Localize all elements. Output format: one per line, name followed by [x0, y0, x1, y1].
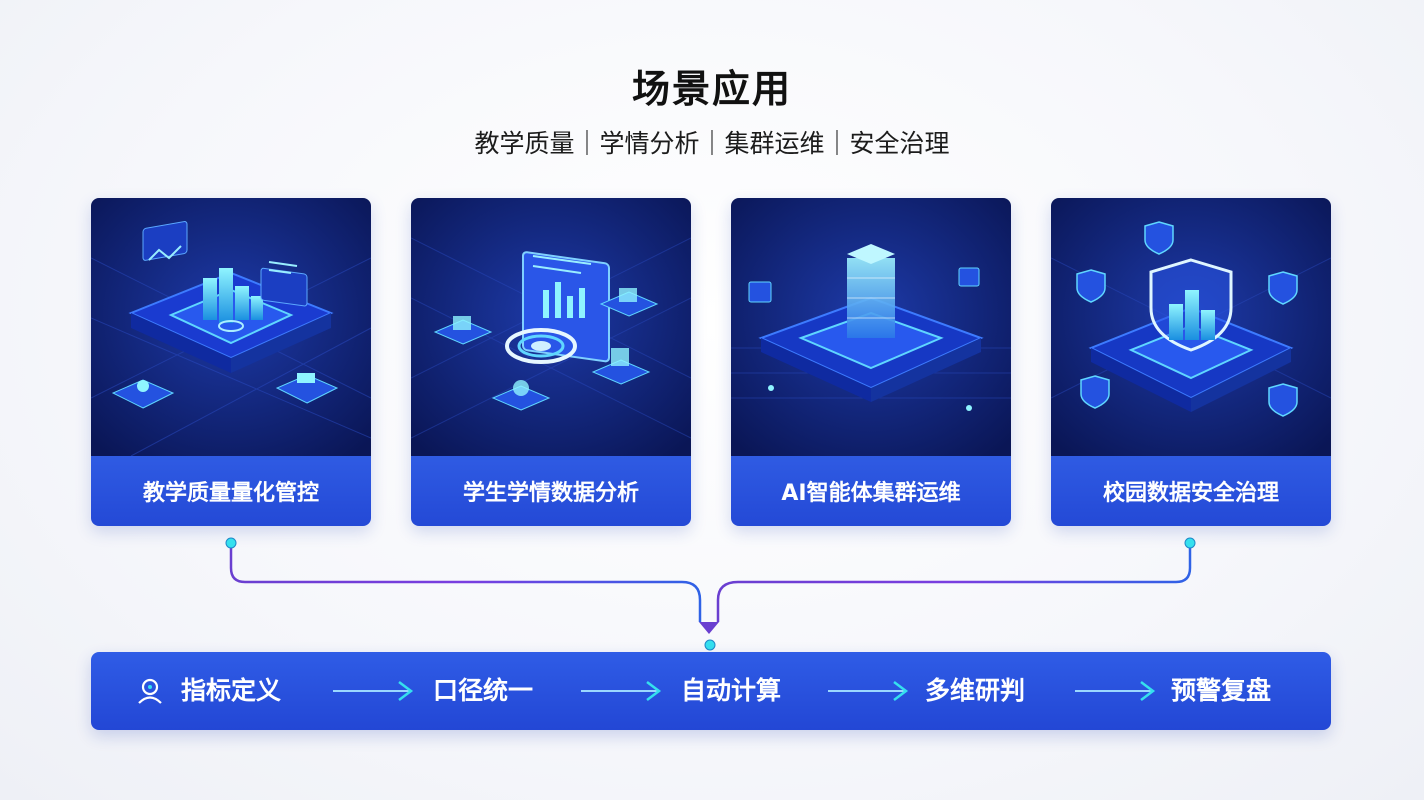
scenario-card-student-analysis[interactable]: 学生学情数据分析: [411, 198, 691, 526]
scenario-card-label: AI智能体集群运维: [731, 456, 1011, 526]
security-shield-icon: [1051, 198, 1331, 456]
arrow-right-icon: [581, 681, 662, 701]
arrow-right-icon: [828, 681, 909, 701]
analytics-dashboard-icon: [411, 198, 691, 456]
flow-step-indicator-definition: 指标定义: [181, 676, 282, 705]
flow-step-warning-review: 预警复盘: [1171, 676, 1272, 705]
page-subtitle: 教学质量｜学情分析｜集群运维｜安全治理: [474, 129, 950, 158]
flow-step-unified-caliber: 口径统一: [433, 676, 534, 705]
process-flow-bar: 指标定义 口径统一 自动计算 多维研判 预警复盘: [91, 652, 1331, 730]
flow-step-auto-calculation: 自动计算: [681, 676, 782, 705]
data-platform-icon: [91, 198, 371, 456]
page-title: 场景应用: [631, 67, 792, 111]
arrow-right-icon: [1075, 681, 1156, 701]
scenario-card-label: 教学质量量化管控: [91, 456, 371, 526]
scenario-card-label: 学生学情数据分析: [411, 456, 691, 526]
scenario-card-ai-cluster[interactable]: AI智能体集群运维: [731, 198, 1011, 526]
arrow-right-icon: [333, 681, 414, 701]
scenario-card-label: 校园数据安全治理: [1051, 456, 1331, 526]
scenario-card-campus-security[interactable]: 校园数据安全治理: [1051, 198, 1331, 526]
user-icon: [138, 678, 162, 704]
scenario-card-teaching-quality[interactable]: 教学质量量化管控: [91, 198, 371, 526]
server-cluster-icon: [731, 198, 1011, 456]
flow-step-multi-dimensional-analysis: 多维研判: [925, 676, 1026, 705]
